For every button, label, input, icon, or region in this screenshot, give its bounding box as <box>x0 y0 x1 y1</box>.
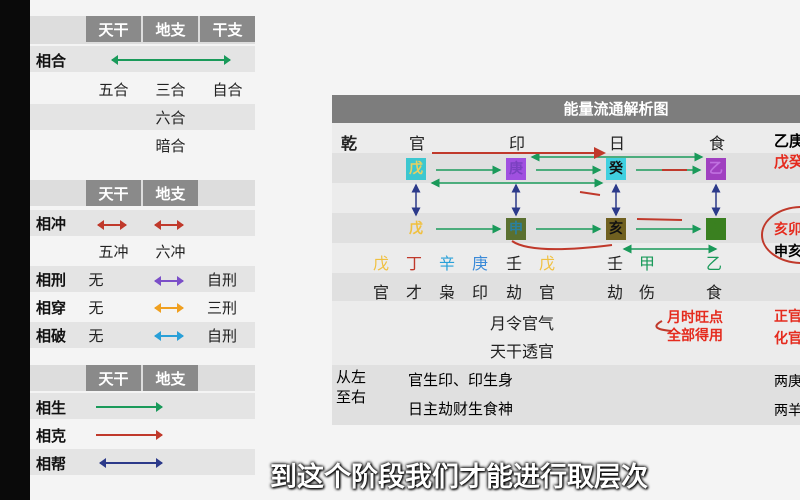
cell: 五合 <box>98 80 129 99</box>
header-ganzhi: 干支 <box>200 16 255 42</box>
stem-box: 庚 <box>506 158 526 180</box>
double-arrow-red <box>97 220 127 230</box>
hidden-stem: 丁 <box>405 254 422 273</box>
flow-arrows <box>411 147 800 332</box>
arrow-red <box>96 430 163 440</box>
cell: 自刑 <box>206 270 237 289</box>
hidden-stem: 乙 <box>705 254 722 273</box>
right-text: 乙庚 <box>774 132 800 150</box>
header-tiangan: 天干 <box>86 16 141 42</box>
double-arrow-blue <box>154 331 184 341</box>
header-dizhi: 地支 <box>143 180 198 206</box>
ten-god: 劫 <box>505 283 522 302</box>
stem-box: 癸 <box>606 158 626 180</box>
hidden-stem: 庚 <box>471 254 488 273</box>
ten-god: 官 <box>372 283 389 302</box>
cell: 自合 <box>212 80 243 99</box>
header-dizhi: 地支 <box>143 365 198 391</box>
header-dizhi: 地支 <box>143 16 198 42</box>
double-arrow-orange <box>154 303 184 313</box>
flow-text: 日主劫财生食神 <box>408 400 514 418</box>
branch-box: 戊 <box>409 221 423 237</box>
row-label: 相穿 <box>36 299 67 317</box>
right-text: 申亥 <box>774 244 800 260</box>
branch-box: 申 <box>506 218 526 240</box>
pillar-label: 日 <box>608 134 625 153</box>
pillar-label: 食 <box>708 134 725 153</box>
cell: 六冲 <box>155 242 186 261</box>
right-text: 亥卯 <box>774 222 800 238</box>
ten-god: 枭 <box>438 283 455 302</box>
row-label: 相冲 <box>36 215 67 233</box>
right-text: 两庚 <box>774 374 800 390</box>
clash-table: 天干 地支 相冲 五冲 六冲 相刑 无 自刑 相穿 无 三刑 相破 无 自刑 <box>30 180 255 350</box>
hand-curve <box>511 240 613 251</box>
ten-god: 劫 <box>606 283 623 302</box>
handwritten-note: 月时旺点 全部得用 <box>667 310 723 344</box>
double-arrow-green <box>111 55 231 65</box>
header-tiangan: 天干 <box>86 365 141 391</box>
right-text: 正官 <box>774 309 800 325</box>
hidden-stem: 辛 <box>438 254 455 273</box>
double-arrow-purple <box>154 276 184 286</box>
double-arrow-navy <box>99 458 163 468</box>
hidden-stem: 戊 <box>538 254 555 273</box>
branch-box: 亥 <box>606 218 626 240</box>
hidden-stem: 壬 <box>505 254 522 273</box>
combine-table: 天干 地支 干支 相合 五合 三合 自合 六合 暗合 <box>30 16 255 156</box>
ten-god: 官 <box>538 283 555 302</box>
energy-flow-chart: 能量流通解析图 乾 官 印 日 食 戊 庚 癸 乙 戊 申 亥 卯 月令官气 天… <box>332 95 800 425</box>
chart-title: 能量流通解析图 <box>332 95 800 123</box>
cell: 自刑 <box>206 326 237 345</box>
row-label: 相刑 <box>36 271 67 289</box>
pillar-label: 印 <box>508 134 525 153</box>
double-arrow-red <box>154 220 184 230</box>
cell: 六合 <box>155 108 186 127</box>
cell: 无 <box>88 270 104 289</box>
row-label: 相克 <box>36 427 67 445</box>
cell: 暗合 <box>155 136 186 155</box>
stem-box: 乙 <box>706 158 726 180</box>
video-border <box>0 0 30 500</box>
cell: 无 <box>88 298 104 317</box>
row-label: 相生 <box>36 399 67 417</box>
row-label: 相帮 <box>36 455 67 473</box>
hidden-stem: 戊 <box>372 254 389 273</box>
flow-label: 从左至右 <box>336 368 367 406</box>
row-label: 相合 <box>36 52 67 70</box>
ten-god: 才 <box>405 283 422 302</box>
note: 月令官气 <box>489 314 554 333</box>
hidden-stem: 壬 <box>606 254 623 273</box>
cell: 五冲 <box>98 242 129 261</box>
arrow-green <box>96 402 163 412</box>
hidden-stem: 甲 <box>638 254 655 273</box>
cell: 无 <box>88 326 104 345</box>
right-text: 戊癸 <box>774 153 800 171</box>
cell: 三刑 <box>206 298 237 317</box>
header-tiangan: 天干 <box>86 180 141 206</box>
right-text: 化官 <box>774 331 800 347</box>
gender-label: 乾 <box>340 134 357 153</box>
ten-god: 伤 <box>638 283 655 302</box>
right-text: 两羊 <box>774 403 800 419</box>
video-subtitle: 到这个阶段我们才能进行取层次 <box>270 462 648 493</box>
row-label: 相破 <box>36 327 67 345</box>
flow-text: 官生印、印生身 <box>408 371 514 389</box>
branch-box: 卯 <box>706 218 726 240</box>
cell: 三合 <box>155 80 186 99</box>
stem-box: 戊 <box>406 158 426 180</box>
ten-god: 印 <box>471 283 488 302</box>
ten-god: 食 <box>705 283 722 302</box>
relation-table: 天干 地支 相生 相克 相帮 <box>30 365 255 477</box>
pillar-label: 官 <box>408 134 425 153</box>
note: 天干透官 <box>489 342 554 361</box>
